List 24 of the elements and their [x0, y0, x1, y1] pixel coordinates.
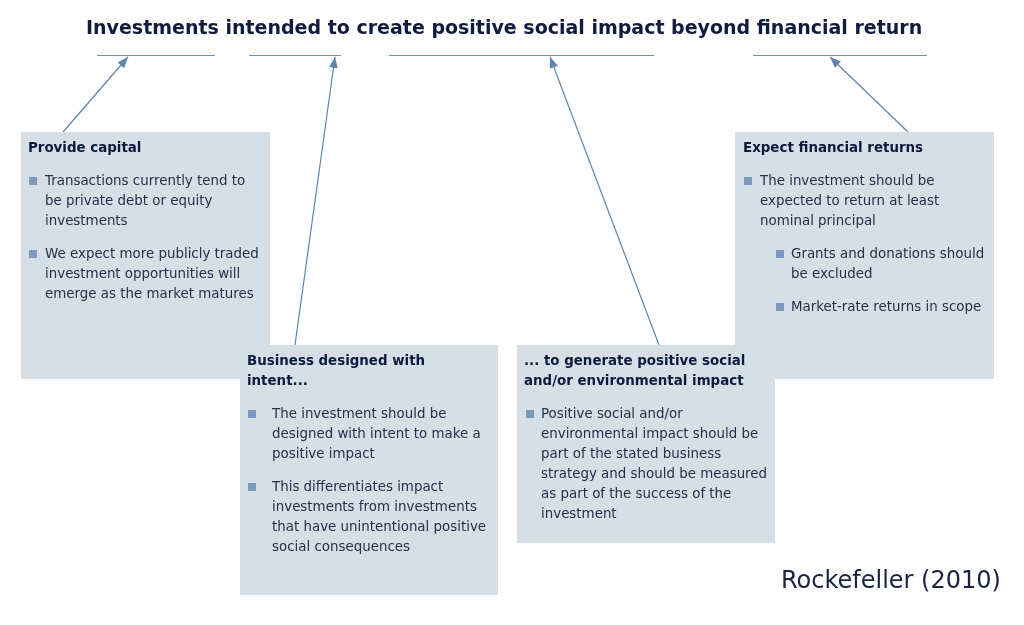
arrow — [829, 56, 909, 133]
bullet-text: The investment should be expected to return at least nominal principal — [760, 172, 941, 230]
bullet-text: This differentiates impact investments from investments that have unintentional positive social consequences — [272, 478, 488, 556]
underline-rule — [753, 55, 927, 56]
underline-rule — [389, 55, 654, 56]
card-heading: Provide capital — [28, 139, 143, 157]
text-card — [517, 345, 775, 543]
underline-rule — [249, 55, 341, 56]
bullet-text: We expect more publicly traded investment opportunities will emerge as the market matures — [45, 245, 260, 303]
arrow — [294, 56, 338, 346]
arrow — [62, 56, 129, 133]
bullet-text: Grants and donations should be excluded — [791, 245, 986, 283]
card-heading: Expect financial returns — [743, 139, 925, 157]
card-heading: ... to generate positive social and/or environmental impact — [524, 352, 747, 390]
text-card — [240, 345, 498, 595]
bullet-text: Transactions currently tend to be private debt or equity investments — [45, 172, 247, 230]
bullet-text: Positive social and/or environmental impact should be part of the stated business strategy and should be measured as part of the success of the investment — [541, 405, 769, 523]
title: Investments intended to create positive social impact beyond financial return — [86, 16, 923, 38]
arrow — [549, 56, 660, 346]
card-heading: Business designed with intent... — [247, 352, 427, 390]
bullet-text: The investment should be designed with intent to make a positive impact — [272, 405, 482, 463]
underline-rule — [97, 55, 215, 56]
bullet-text: Market-rate returns in scope — [791, 298, 983, 316]
source-note: Rockefeller (2010) — [781, 566, 1001, 594]
